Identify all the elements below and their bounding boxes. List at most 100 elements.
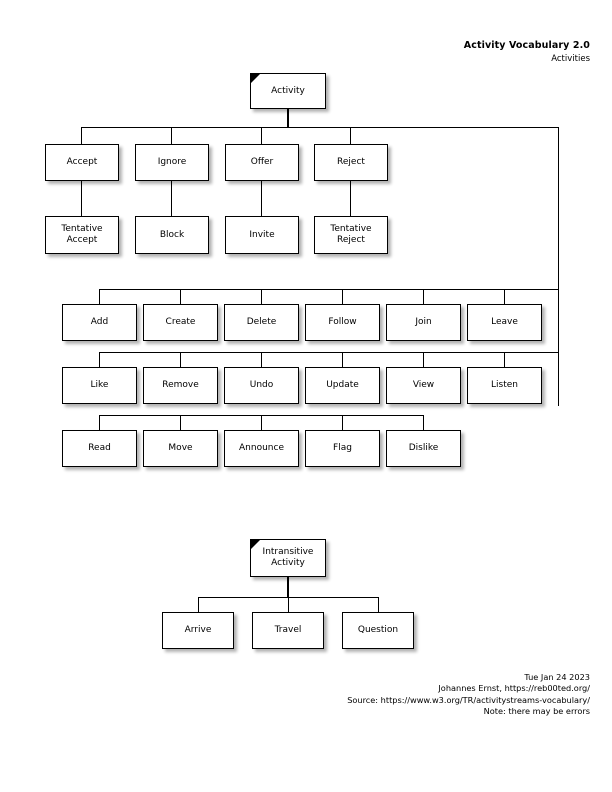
node-reject[interactable]: Reject (314, 144, 388, 181)
node-remove[interactable]: Remove (143, 367, 218, 404)
connector-row3-bus (99, 289, 559, 291)
connector-drop-reject (350, 127, 351, 144)
connector-drop-announce (261, 415, 262, 430)
node-activity-label: Activity (271, 85, 305, 96)
node-follow[interactable]: Follow (305, 304, 380, 341)
node-flag[interactable]: Flag (305, 430, 380, 467)
page-header: Activity Vocabulary 2.0 Activities (464, 40, 590, 65)
node-question-label: Question (357, 625, 399, 636)
node-offer-label: Offer (250, 157, 274, 168)
node-move[interactable]: Move (143, 430, 218, 467)
node-view-label: View (412, 380, 435, 391)
footer-date: Tue Jan 24 2023 (524, 672, 590, 682)
node-dislike[interactable]: Dislike (386, 430, 461, 467)
connector-drop-add (99, 289, 100, 304)
connector-reject-tentative-reject (350, 181, 351, 216)
node-travel-label: Travel (274, 625, 302, 636)
connector-drop-follow (342, 289, 343, 304)
node-delete[interactable]: Delete (224, 304, 299, 341)
node-update[interactable]: Update (305, 367, 380, 404)
node-travel[interactable]: Travel (252, 612, 324, 649)
node-join-label: Join (415, 317, 432, 328)
node-dislike-label: Dislike (408, 443, 439, 454)
node-create-label: Create (165, 317, 196, 328)
footer-source: Source: https://www.w3.org/TR/activityst… (347, 694, 590, 705)
connector-drop-read (99, 415, 100, 430)
connector-drop-delete (261, 289, 262, 304)
connector-drop-travel (288, 597, 289, 612)
node-flag-label: Flag (333, 443, 352, 454)
connector-drop-create (180, 289, 181, 304)
node-listen[interactable]: Listen (467, 367, 542, 404)
node-follow-label: Follow (328, 317, 357, 328)
connector-drop-dislike (423, 415, 424, 430)
node-add-label: Add (90, 317, 109, 328)
node-invite[interactable]: Invite (225, 216, 299, 254)
node-move-label: Move (168, 443, 193, 454)
connector-drop-update (342, 352, 343, 367)
node-add[interactable]: Add (62, 304, 137, 341)
node-like[interactable]: Like (62, 367, 137, 404)
node-ignore-label: Ignore (157, 157, 187, 168)
node-block-label: Block (159, 229, 185, 240)
node-reject-label: Reject (337, 157, 365, 168)
node-accept[interactable]: Accept (45, 144, 119, 181)
node-leave-label: Leave (491, 317, 518, 328)
footer-author: Johannes Ernst, https://reb00ted.org/ (438, 683, 590, 694)
connector-drop-move (180, 415, 181, 430)
connector-drop-remove (180, 352, 181, 367)
node-join[interactable]: Join (386, 304, 461, 341)
node-activity[interactable]: Activity (250, 73, 326, 109)
connector-drop-join (423, 289, 424, 304)
node-create[interactable]: Create (143, 304, 218, 341)
node-arrive-label: Arrive (184, 625, 212, 636)
connector-drop-like (99, 352, 100, 367)
connector-drop-ignore (171, 127, 172, 144)
connector-drop-undo (261, 352, 262, 367)
page-footer: Tue Jan 24 2023 Johannes Ernst, https://… (347, 672, 590, 717)
connector-drop-arrive (198, 597, 199, 612)
connector-ignore-block (171, 181, 172, 216)
node-undo-label: Undo (249, 380, 274, 391)
connector-right-bus (558, 127, 560, 406)
node-ignore[interactable]: Ignore (135, 144, 209, 181)
connector-drop-view (423, 352, 424, 367)
connector-activity-trunk (287, 109, 289, 128)
node-arrive[interactable]: Arrive (162, 612, 234, 649)
connector-drop-listen (504, 352, 505, 367)
node-offer[interactable]: Offer (225, 144, 299, 181)
node-leave[interactable]: Leave (467, 304, 542, 341)
page-subtitle: Activities (551, 53, 590, 64)
node-delete-label: Delete (246, 317, 277, 328)
node-undo[interactable]: Undo (224, 367, 299, 404)
connector-drop-accept (81, 127, 82, 144)
node-question[interactable]: Question (342, 612, 414, 649)
connector-row4-bus (99, 352, 559, 354)
node-announce[interactable]: Announce (224, 430, 299, 467)
connector-drop-offer (261, 127, 262, 144)
node-accept-label: Accept (66, 157, 98, 168)
node-read[interactable]: Read (62, 430, 137, 467)
node-like-label: Like (90, 380, 109, 391)
node-invite-label: Invite (249, 229, 275, 240)
node-read-label: Read (88, 443, 111, 454)
connector-drop-flag (342, 415, 343, 430)
connector-drop-leave (504, 289, 505, 304)
connector-intransitive-trunk (287, 577, 289, 597)
node-view[interactable]: View (386, 367, 461, 404)
node-block[interactable]: Block (135, 216, 209, 254)
node-update-label: Update (326, 380, 359, 391)
node-listen-label: Listen (491, 380, 518, 391)
connector-main-bus (81, 127, 559, 129)
footer-note: Note: there may be errors (483, 705, 590, 716)
node-remove-label: Remove (162, 380, 199, 391)
connector-accept-tentative-accept (81, 181, 82, 216)
node-announce-label: Announce (239, 443, 284, 454)
